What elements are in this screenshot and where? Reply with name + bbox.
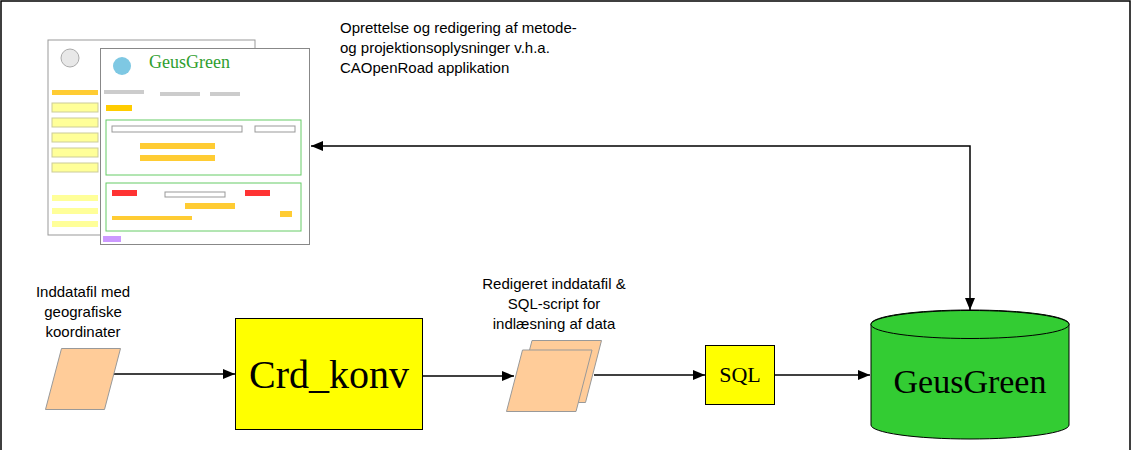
flow-arrow	[594, 374, 705, 376]
node-label: GeusGreen	[149, 52, 230, 73]
input-file-outline	[45, 348, 121, 410]
text-holder: GeusGreen	[870, 310, 1070, 440]
input-file: Inddatafil med geografiske koordinater	[45, 348, 121, 410]
node-label: SQL	[719, 362, 761, 388]
edge-label: Oprettelse og redigering af metode- og p…	[340, 18, 590, 78]
database-cylinder: GeusGreen	[870, 310, 1070, 440]
node-label: GeusGreen	[894, 363, 1047, 401]
text-holder: Crd_konv	[235, 318, 423, 430]
output-files-outline	[506, 340, 602, 412]
file-caption: Redigeret inddatafil & SQL-script for in…	[479, 274, 629, 334]
flow-arrow	[113, 373, 235, 375]
process-box: SQL	[705, 345, 775, 405]
flow-arrow	[423, 375, 514, 377]
front-window-screenshot	[100, 48, 310, 245]
flow-arrow	[311, 146, 970, 310]
text-holder: SQL	[705, 345, 775, 405]
process-box: Crd_konv	[235, 318, 423, 430]
node-label: Crd_konv	[249, 351, 409, 398]
output-files: Redigeret inddatafil & SQL-script for in…	[506, 340, 602, 412]
flow-arrow	[775, 374, 870, 376]
file-caption: Inddatafil med geografiske koordinater	[36, 282, 131, 342]
screenshot-window: GeusGreen	[100, 48, 310, 245]
text-holder: GeusGreen	[101, 49, 309, 244]
